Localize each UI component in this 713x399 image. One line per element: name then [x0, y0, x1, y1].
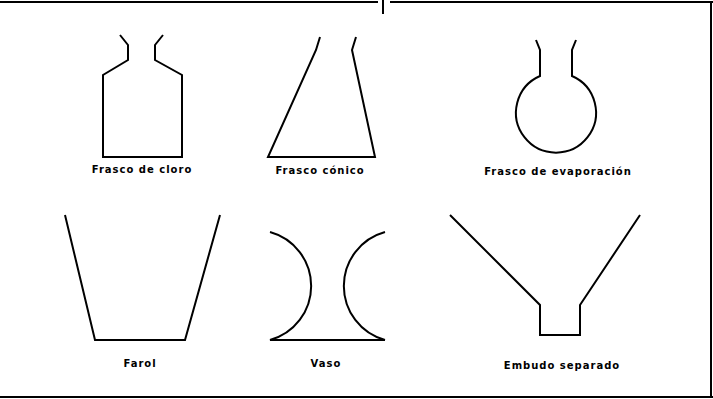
part-name: Embudo separado [504, 360, 620, 371]
conical-flask-shape [268, 37, 375, 157]
funnel-shape [450, 215, 640, 335]
part-name: Frasco de evaporación [484, 166, 632, 177]
glass-shape [270, 232, 385, 340]
lamp-shape [65, 215, 220, 340]
part-name: Vaso [311, 358, 342, 369]
round-flask-shape [516, 40, 596, 153]
part-name: Frasco de cloro [92, 164, 193, 175]
bottle-shape [103, 35, 182, 157]
part-name: Frasco cónico [275, 165, 364, 176]
part-name: Farol [123, 358, 156, 369]
